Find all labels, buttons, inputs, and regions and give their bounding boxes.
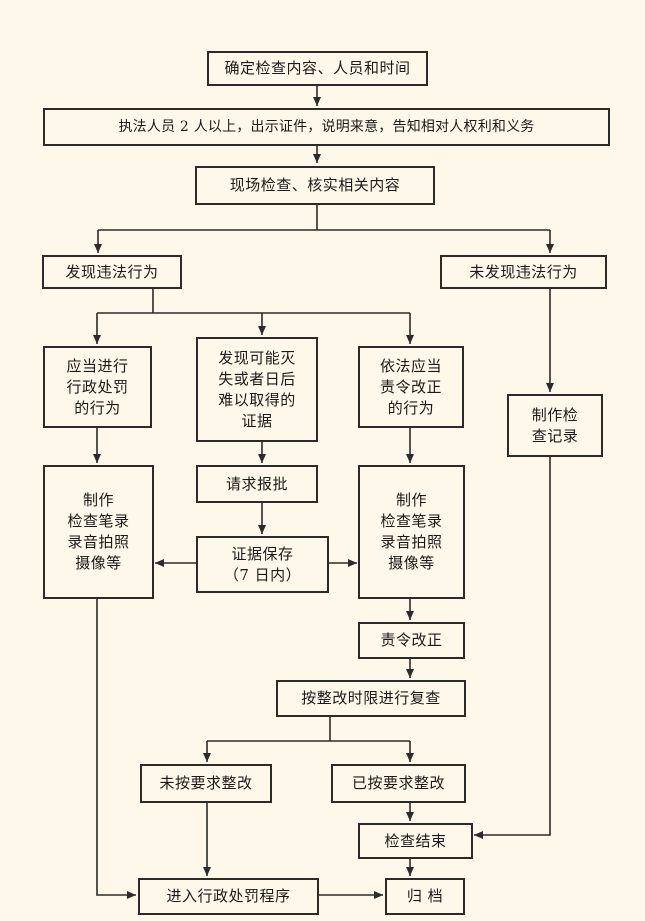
node-evidence-risk-text: 发现可能灭 失或者日后 难以取得的 证据 [218,348,296,430]
node-penalty-case-text: 应当进行 行政处罚 的行为 [66,356,129,417]
node-preserve-evidence-text: 证据保存 （7 日内） [223,544,302,584]
node-determine-scope: 确定检查内容、人员和时间 [207,51,428,86]
node-violation-found: 发现违法行为 [42,255,182,289]
node-corrected: 已按要求整改 [331,764,466,803]
arrow-left-to-procedure [96,598,136,899]
node-record-right-text: 制作 检查笔录 录音拍照 摄像等 [380,491,443,572]
node-record-left: 制作 检查笔录 录音拍照 摄像等 [43,465,154,599]
node-not-corrected-text: 未按要求整改 [159,774,253,792]
node-make-inspection-record: 制作检 查记录 [507,394,603,457]
node-determine-scope-text: 确定检查内容、人员和时间 [224,59,411,77]
node-preserve-evidence: 证据保存 （7 日内） [196,536,329,593]
node-correction-case: 依法应当 责令改正 的行为 [358,346,464,428]
node-no-violation: 未发现违法行为 [440,255,607,289]
node-record-right: 制作 检查笔录 录音拍照 摄像等 [358,465,465,599]
node-archive-text: 归 档 [406,887,444,905]
node-no-violation-text: 未发现违法行为 [469,262,578,281]
node-penalty-procedure: 进入行政处罚程序 [138,878,319,915]
node-record-left-text: 制作 检查笔录 录音拍照 摄像等 [67,491,130,572]
node-officers-notify: 执法人员 2 人以上，出示证件，说明来意，告知相对人权利和义务 [43,108,610,146]
node-inspection-end: 检查结束 [358,823,473,859]
split-violation [97,288,410,314]
node-make-inspection-record-text: 制作检 查记录 [531,405,579,445]
node-penalty-case: 应当进行 行政处罚 的行为 [43,346,152,428]
node-request-approval-text: 请求报批 [225,474,288,493]
node-violation-found-text: 发现违法行为 [65,262,159,281]
node-request-approval: 请求报批 [196,465,318,503]
node-correction-case-text: 依法应当 责令改正 的行为 [379,356,442,417]
node-officers-notify-text: 执法人员 2 人以上，出示证件，说明来意，告知相对人权利和义务 [118,118,535,135]
node-corrected-text: 已按要求整改 [351,774,445,792]
node-onsite-check: 现场检查、核实相关内容 [195,166,435,205]
node-evidence-risk: 发现可能灭 失或者日后 难以取得的 证据 [196,337,318,442]
node-inspection-end-text: 检查结束 [384,831,447,850]
node-archive: 归 档 [385,878,465,915]
node-recheck-text: 按整改时限进行复查 [301,689,441,707]
split-step3 [98,204,550,231]
node-onsite-check-text: 现场检查、核实相关内容 [229,176,401,194]
node-order-correction-text: 责令改正 [380,631,443,649]
arrow-record-to-end [474,456,551,839]
split-recheck [207,716,410,742]
node-not-corrected: 未按要求整改 [140,764,272,803]
node-order-correction: 责令改正 [358,622,465,659]
node-recheck: 按整改时限进行复查 [276,680,466,717]
node-penalty-procedure-text: 进入行政处罚程序 [166,887,291,905]
